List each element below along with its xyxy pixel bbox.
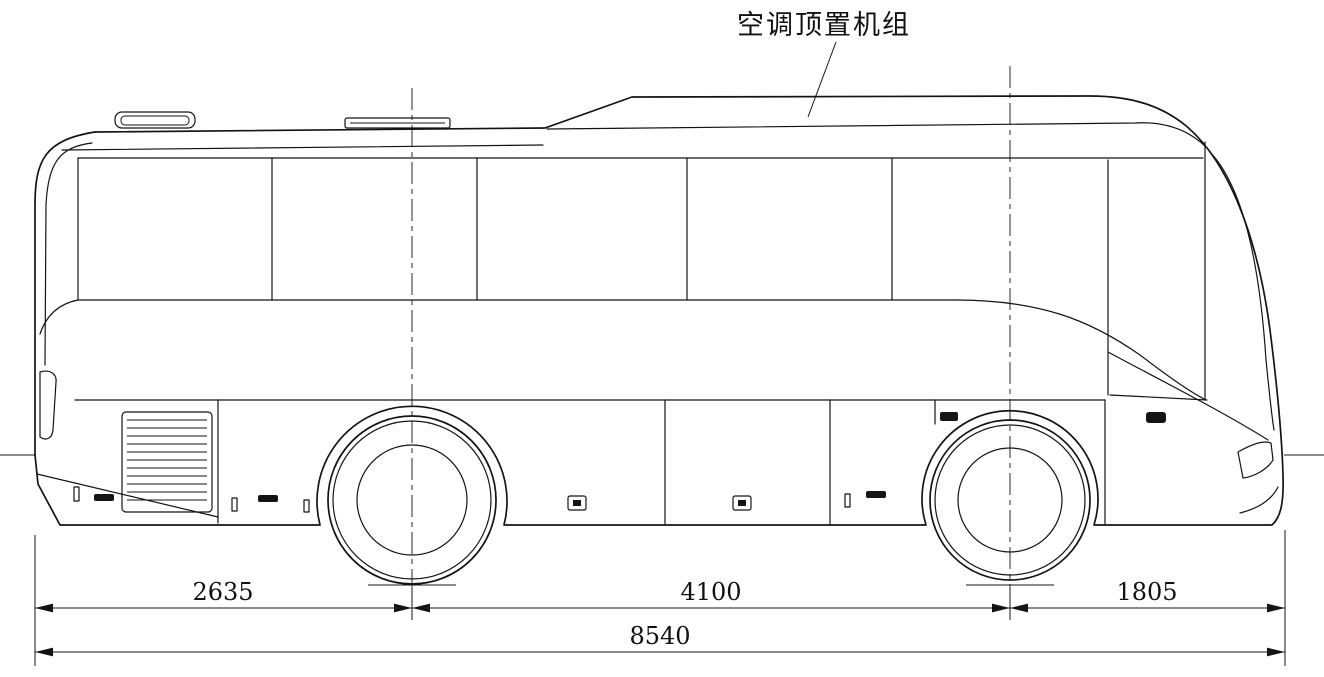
latch-square xyxy=(732,495,752,511)
side-windows xyxy=(39,141,1269,441)
dim-rear-overhang: 2635 xyxy=(192,578,253,606)
windshield xyxy=(1209,151,1275,431)
engine-grille xyxy=(121,411,213,513)
luggage-bays xyxy=(74,399,1106,526)
ac-unit-label: 空调顶置机组 xyxy=(737,10,911,41)
dimension-lines: 2635 4100 1805 8540 xyxy=(34,530,1286,666)
bus-body-outline xyxy=(34,95,1284,526)
dim-front-overhang: 1805 xyxy=(1116,578,1177,606)
rear-lamp xyxy=(39,370,57,440)
ac-unit-annotation: 空调顶置机组 xyxy=(737,10,911,118)
dim-wheelbase: 4100 xyxy=(680,578,741,606)
bay-latches xyxy=(73,412,1166,513)
roof-vent xyxy=(344,117,451,129)
latch-square xyxy=(567,495,587,511)
dim-overall-length: 8540 xyxy=(629,622,690,650)
front-lamp xyxy=(1237,441,1274,479)
roof-hatch xyxy=(114,111,196,129)
axle-centerlines xyxy=(411,66,1011,600)
